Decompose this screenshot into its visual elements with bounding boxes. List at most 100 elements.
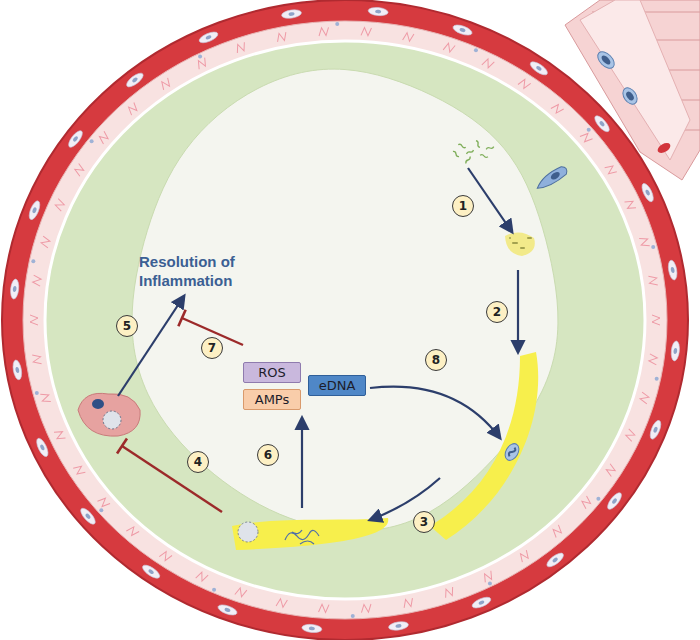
wall-cell-nucleus: [131, 77, 138, 84]
apoptotic-cell: [78, 393, 140, 436]
wall-cell-body: [217, 603, 239, 617]
wall-cell-nucleus: [224, 607, 231, 612]
stromal-dot: [587, 128, 591, 132]
process-arrow: [517, 270, 519, 352]
wall-cell: [592, 114, 611, 134]
elastic-fibre: [605, 464, 617, 477]
wall-cell-nucleus: [552, 557, 559, 564]
stromal-dot: [212, 588, 216, 592]
elastic-fibre: [276, 32, 287, 42]
ros-box: ROS: [243, 362, 301, 383]
neutrophil-body: [620, 85, 640, 107]
wall-cell-body: [12, 359, 23, 380]
stromal-dot: [335, 22, 339, 26]
wall-cell: [640, 182, 656, 203]
neutrophil: [595, 49, 618, 72]
elastic-fibre: [403, 32, 414, 42]
bacterium: [465, 156, 471, 164]
elastic-fibre: [159, 78, 172, 90]
inhibition-bar: [178, 310, 185, 326]
wall-cell-nucleus: [599, 120, 606, 127]
wall-cell-body: [592, 114, 611, 134]
wall-cell-nucleus: [85, 513, 92, 520]
wall-cell: [528, 59, 549, 77]
elastic-fibre: [40, 236, 51, 248]
wall-cell-nucleus: [13, 286, 17, 292]
migrating-neutrophil: [534, 164, 569, 193]
wall-cell: [670, 341, 680, 362]
elastic-fibre: [196, 571, 208, 583]
wall-cell-nucleus: [395, 624, 401, 628]
stromal-dot: [99, 508, 103, 512]
red-blood-cell: [656, 141, 672, 155]
neutrophil-body: [595, 49, 618, 72]
neutrophil: [620, 85, 640, 107]
wall-cell: [34, 437, 50, 458]
stromal-dot: [90, 139, 94, 143]
bacterium: [458, 144, 466, 149]
wall-cell-body: [605, 491, 624, 512]
wall-cell: [667, 260, 678, 281]
extracellular-trap: [285, 530, 319, 544]
elastic-fibre: [196, 58, 208, 70]
process-arrow: [468, 168, 512, 232]
wall-cell-body: [302, 624, 323, 634]
elastic-fibre: [605, 163, 617, 176]
neutrophil-body: [502, 441, 521, 463]
biofilm-band: [232, 518, 388, 550]
wall-cell-nucleus: [148, 568, 155, 574]
node-label: eDNA: [319, 378, 356, 393]
wall-cell-body: [281, 9, 302, 20]
wall-cell-body: [10, 279, 20, 300]
elastic-fibre: [319, 604, 329, 613]
wall-cell-nucleus: [375, 9, 381, 13]
wall-cell-body: [528, 59, 549, 77]
neutrophil-nucleus: [508, 447, 516, 458]
elastic-fibre: [361, 27, 371, 36]
early-biofilm: [505, 232, 535, 256]
decoration-group: [10, 0, 700, 633]
neutrophil-nucleus: [625, 90, 636, 102]
elastic-fibre: [518, 78, 531, 90]
wall-cell-nucleus: [39, 444, 45, 451]
biofilm-speck: [530, 237, 532, 239]
wall-cell-body: [78, 506, 97, 526]
elastic-fibre: [551, 102, 564, 115]
wall-cell: [302, 624, 323, 634]
elastic-fibre: [32, 354, 41, 365]
node-label: AMPs: [255, 392, 290, 407]
apoptotic-nucleus: [92, 399, 104, 409]
biofilm-speck: [529, 237, 531, 239]
node-label: ROS: [258, 365, 286, 380]
stromal-dot: [351, 614, 355, 618]
stromal-dot: [488, 581, 492, 585]
elastic-fibre: [54, 429, 65, 441]
wall-cell-body: [452, 23, 474, 37]
biofilm-speck: [523, 247, 525, 249]
wall-cell-body: [545, 551, 566, 569]
middle-layer: [23, 21, 667, 619]
wall-cell: [471, 595, 493, 610]
dying-neutrophil: [238, 522, 258, 542]
wall-cell-nucleus: [288, 12, 294, 16]
callout-number: 1: [452, 195, 474, 217]
wall-cell-nucleus: [32, 207, 38, 214]
callout-number: 4: [187, 451, 209, 473]
wall-cell-body: [27, 200, 42, 222]
wall-cell-body: [124, 71, 145, 89]
migrating-neutrophil-body: [534, 164, 569, 193]
callout-number: 3: [413, 511, 435, 533]
biofilm-speck: [527, 237, 529, 239]
stromal-dot: [35, 391, 39, 395]
elastic-fibre: [97, 496, 110, 509]
wall-cell: [10, 279, 20, 300]
stromal-dot: [596, 497, 600, 501]
elastic-fibre: [403, 598, 414, 608]
wall-cell-body: [34, 437, 50, 458]
biofilm-speck: [512, 242, 514, 244]
inhibition-line: [122, 446, 222, 512]
biofilm-speck: [521, 247, 523, 249]
elastic-fibre: [276, 598, 287, 608]
